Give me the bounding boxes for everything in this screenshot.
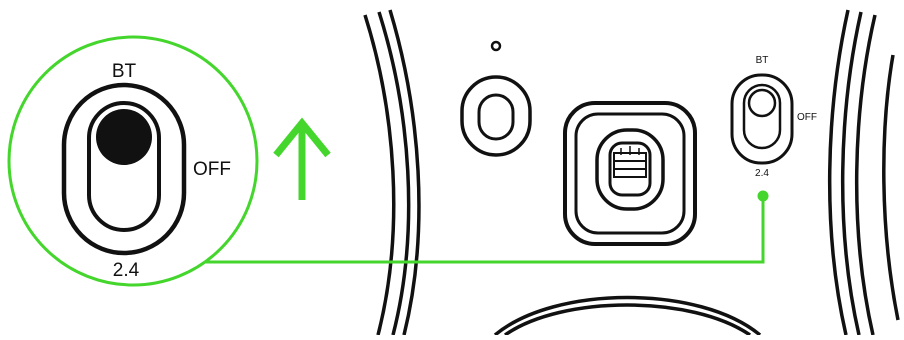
device-power-switch: BT OFF 2.4: [730, 55, 817, 179]
switch-knob-selected: [96, 109, 152, 165]
device-switch-right-label: OFF: [797, 112, 817, 123]
callout-connector-line: [205, 196, 765, 264]
device-switch-top-label: BT: [756, 55, 769, 66]
mouse-left-edge: [363, 9, 421, 336]
callout-top-label: BT: [112, 61, 137, 82]
callout-bottom-label: 2.4: [113, 260, 140, 281]
led-indicator-icon: [490, 40, 502, 52]
bottom-pad-arc: [493, 295, 762, 337]
callout-right-label: OFF: [193, 159, 231, 180]
up-arrow-icon: [273, 117, 331, 200]
mouse-right-edge: [827, 9, 900, 336]
zoom-callout: BT OFF 2.4: [7, 35, 259, 287]
callout-connector-dot-icon: [757, 190, 769, 202]
device-switch-bottom-label: 2.4: [755, 168, 769, 179]
mode-button-icon: [460, 75, 532, 157]
sensor-icon: [563, 101, 697, 246]
